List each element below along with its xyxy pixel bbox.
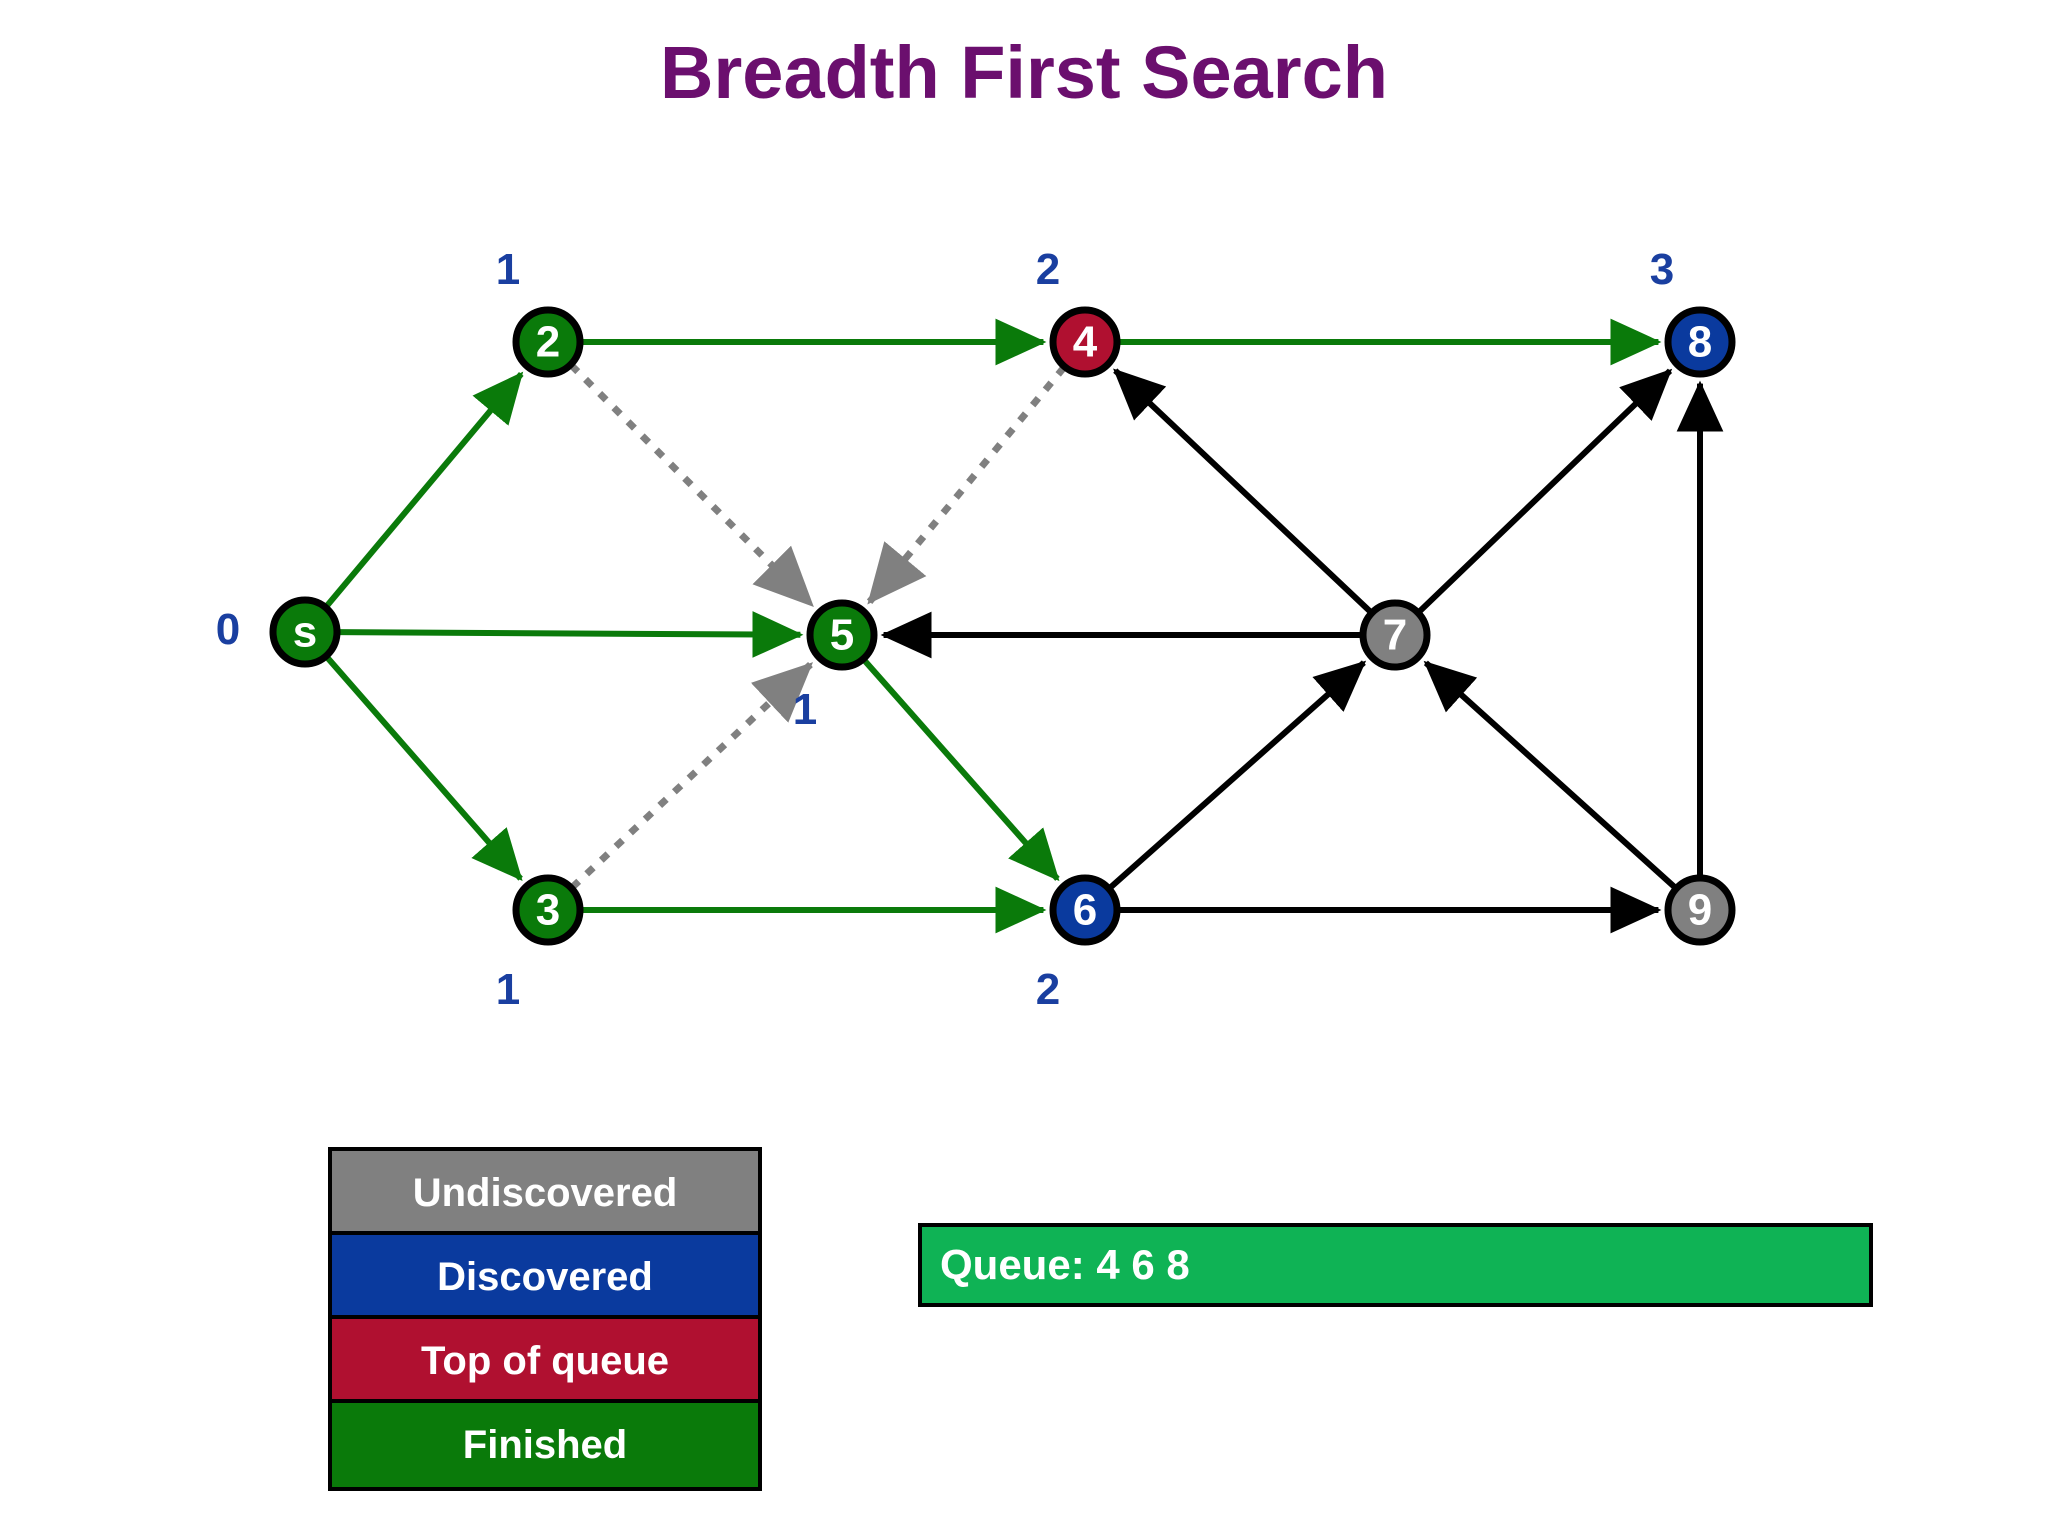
node-label-9: 9 xyxy=(1688,886,1712,935)
distance-label-6: 2 xyxy=(1035,965,1061,1014)
page-title: Breadth First Search xyxy=(660,31,1388,114)
node-circle-7 xyxy=(1359,599,1431,671)
edge-7-to-8 xyxy=(1416,368,1673,615)
distance-label-s: 0 xyxy=(215,605,241,654)
legend-item-discovered: Discovered xyxy=(332,1235,758,1319)
graph-node-4[interactable]: 4 xyxy=(1049,306,1121,378)
node-label-3: 3 xyxy=(536,886,560,935)
distance-label-8: 3 xyxy=(1649,245,1675,294)
node-layer: s 2 3 5 4 6 7 8 9 xyxy=(269,306,1736,946)
node-label-s: s xyxy=(293,608,317,657)
node-label-6: 6 xyxy=(1073,886,1097,935)
graph-node-6[interactable]: 6 xyxy=(1049,874,1121,946)
node-circle-8 xyxy=(1664,306,1736,378)
graph-node-7[interactable]: 7 xyxy=(1359,599,1431,671)
edge-5-to-6 xyxy=(861,657,1060,882)
node-circle-s xyxy=(269,596,341,668)
node-label-7: 7 xyxy=(1383,611,1407,660)
distance-label-3: 1 xyxy=(495,965,521,1014)
edge-7-to-4 xyxy=(1113,368,1374,615)
edge-2-to-5 xyxy=(568,362,814,607)
node-circle-3 xyxy=(512,874,584,946)
legend-label-undiscovered: Undiscovered xyxy=(412,1171,678,1215)
legend-item-top-of-queue: Top of queue xyxy=(332,1319,758,1403)
graph-node-3[interactable]: 3 xyxy=(512,874,584,946)
legend-item-finished: Finished xyxy=(332,1403,758,1487)
distance-label-2: 1 xyxy=(495,245,521,294)
edge-9-to-7 xyxy=(1423,660,1678,891)
node-label-4: 4 xyxy=(1073,318,1098,367)
edge-4-to-5 xyxy=(866,365,1067,605)
edge-s-to-3 xyxy=(324,654,523,881)
edge-6-to-7 xyxy=(1107,660,1367,891)
queue-text: Queue: 4 6 8 xyxy=(940,1241,1190,1288)
bfs-graph: s 2 3 5 4 6 7 8 9 xyxy=(269,306,1736,946)
queue-box: Queue: 4 6 8 xyxy=(918,1223,1873,1307)
graph-node-8[interactable]: 8 xyxy=(1664,306,1736,378)
node-circle-6 xyxy=(1049,874,1121,946)
edge-3-to-5 xyxy=(569,661,814,891)
legend-box: Undiscovered Discovered Top of queue Fin… xyxy=(328,1147,762,1491)
distance-label-4: 2 xyxy=(1035,245,1061,294)
node-label-5: 5 xyxy=(830,611,854,660)
graph-node-s[interactable]: s xyxy=(269,596,341,668)
legend-item-undiscovered: Undiscovered xyxy=(332,1151,758,1235)
node-circle-4 xyxy=(1049,306,1121,378)
graph-node-2[interactable]: 2 xyxy=(512,306,584,378)
edge-s-to-2 xyxy=(323,371,524,609)
node-label-8: 8 xyxy=(1688,318,1712,367)
edge-s-to-5 xyxy=(337,611,804,658)
legend-label-finished: Finished xyxy=(462,1423,628,1467)
legend-label-top-of-queue: Top of queue xyxy=(420,1339,670,1383)
distance-label-5: 1 xyxy=(792,685,818,734)
graph-node-5[interactable]: 5 xyxy=(806,599,878,671)
graph-node-9[interactable]: 9 xyxy=(1664,874,1736,946)
node-circle-9 xyxy=(1664,874,1736,946)
edge-layer xyxy=(323,318,1724,934)
legend-label-discovered: Discovered xyxy=(437,1255,653,1299)
node-label-2: 2 xyxy=(536,318,560,367)
node-circle-5 xyxy=(806,599,878,671)
node-circle-2 xyxy=(512,306,584,378)
